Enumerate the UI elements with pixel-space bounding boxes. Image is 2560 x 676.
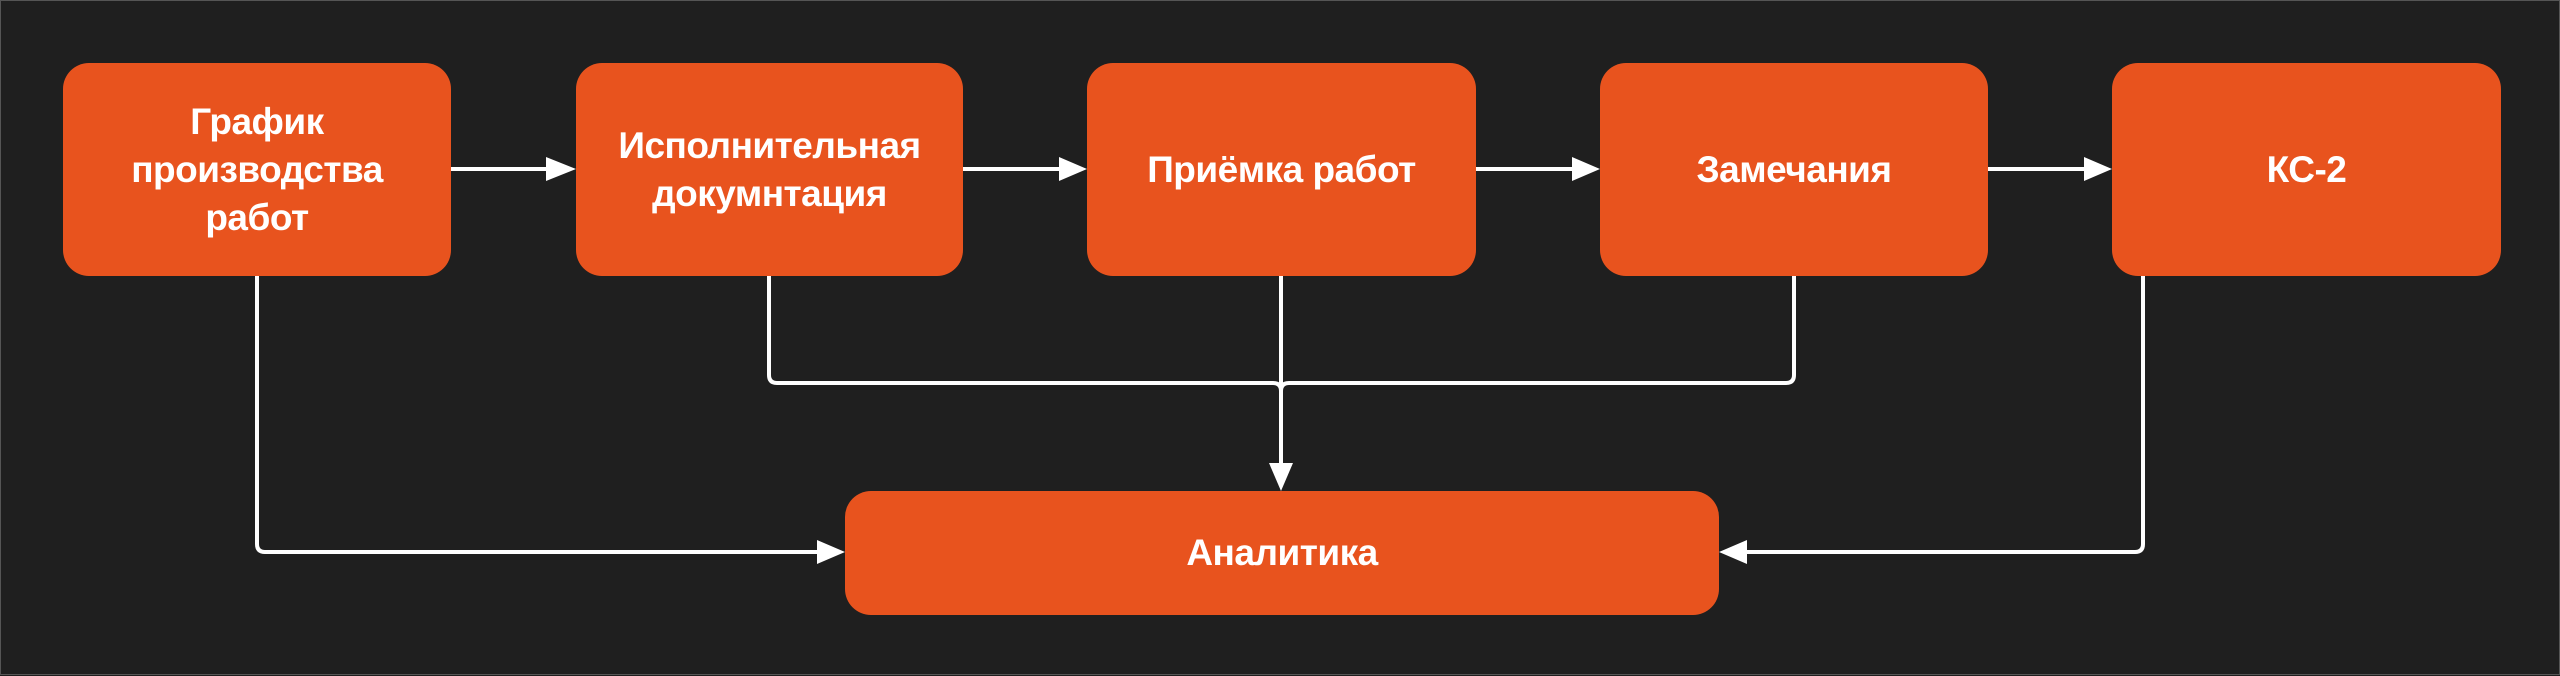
arrow-icon — [2084, 157, 2112, 181]
arrow-icon — [1269, 463, 1293, 491]
node-exec-docs: Исполнительная докумнтация — [576, 63, 963, 276]
arrow-icon — [1719, 540, 1747, 564]
arrow-icon — [546, 157, 576, 181]
node-remarks: Замечания — [1600, 63, 1988, 276]
node-schedule: График производства работ — [63, 63, 451, 276]
node-label: График производства работ — [131, 100, 383, 238]
arrow-icon — [1059, 157, 1087, 181]
node-label: Приёмка работ — [1147, 148, 1416, 190]
node-label: КС-2 — [2266, 148, 2347, 190]
edge-remarks-analytics — [1279, 276, 1796, 392]
node-acceptance: Приёмка работ — [1087, 63, 1476, 276]
node-label: Замечания — [1696, 148, 1892, 190]
node-label: Аналитика — [1186, 532, 1378, 573]
node-analytics: Аналитика — [845, 491, 1719, 615]
edge-execdocs-analytics — [767, 276, 1283, 392]
arrow-icon — [817, 540, 845, 564]
arrow-icon — [1572, 157, 1600, 181]
edge-schedule-analytics — [255, 276, 819, 554]
node-ks2: КС-2 — [2112, 63, 2501, 276]
edge-ks2-analytics — [1745, 276, 2145, 554]
node-label: Исполнительная докумнтация — [618, 124, 921, 214]
arrowheads — [546, 157, 2112, 564]
